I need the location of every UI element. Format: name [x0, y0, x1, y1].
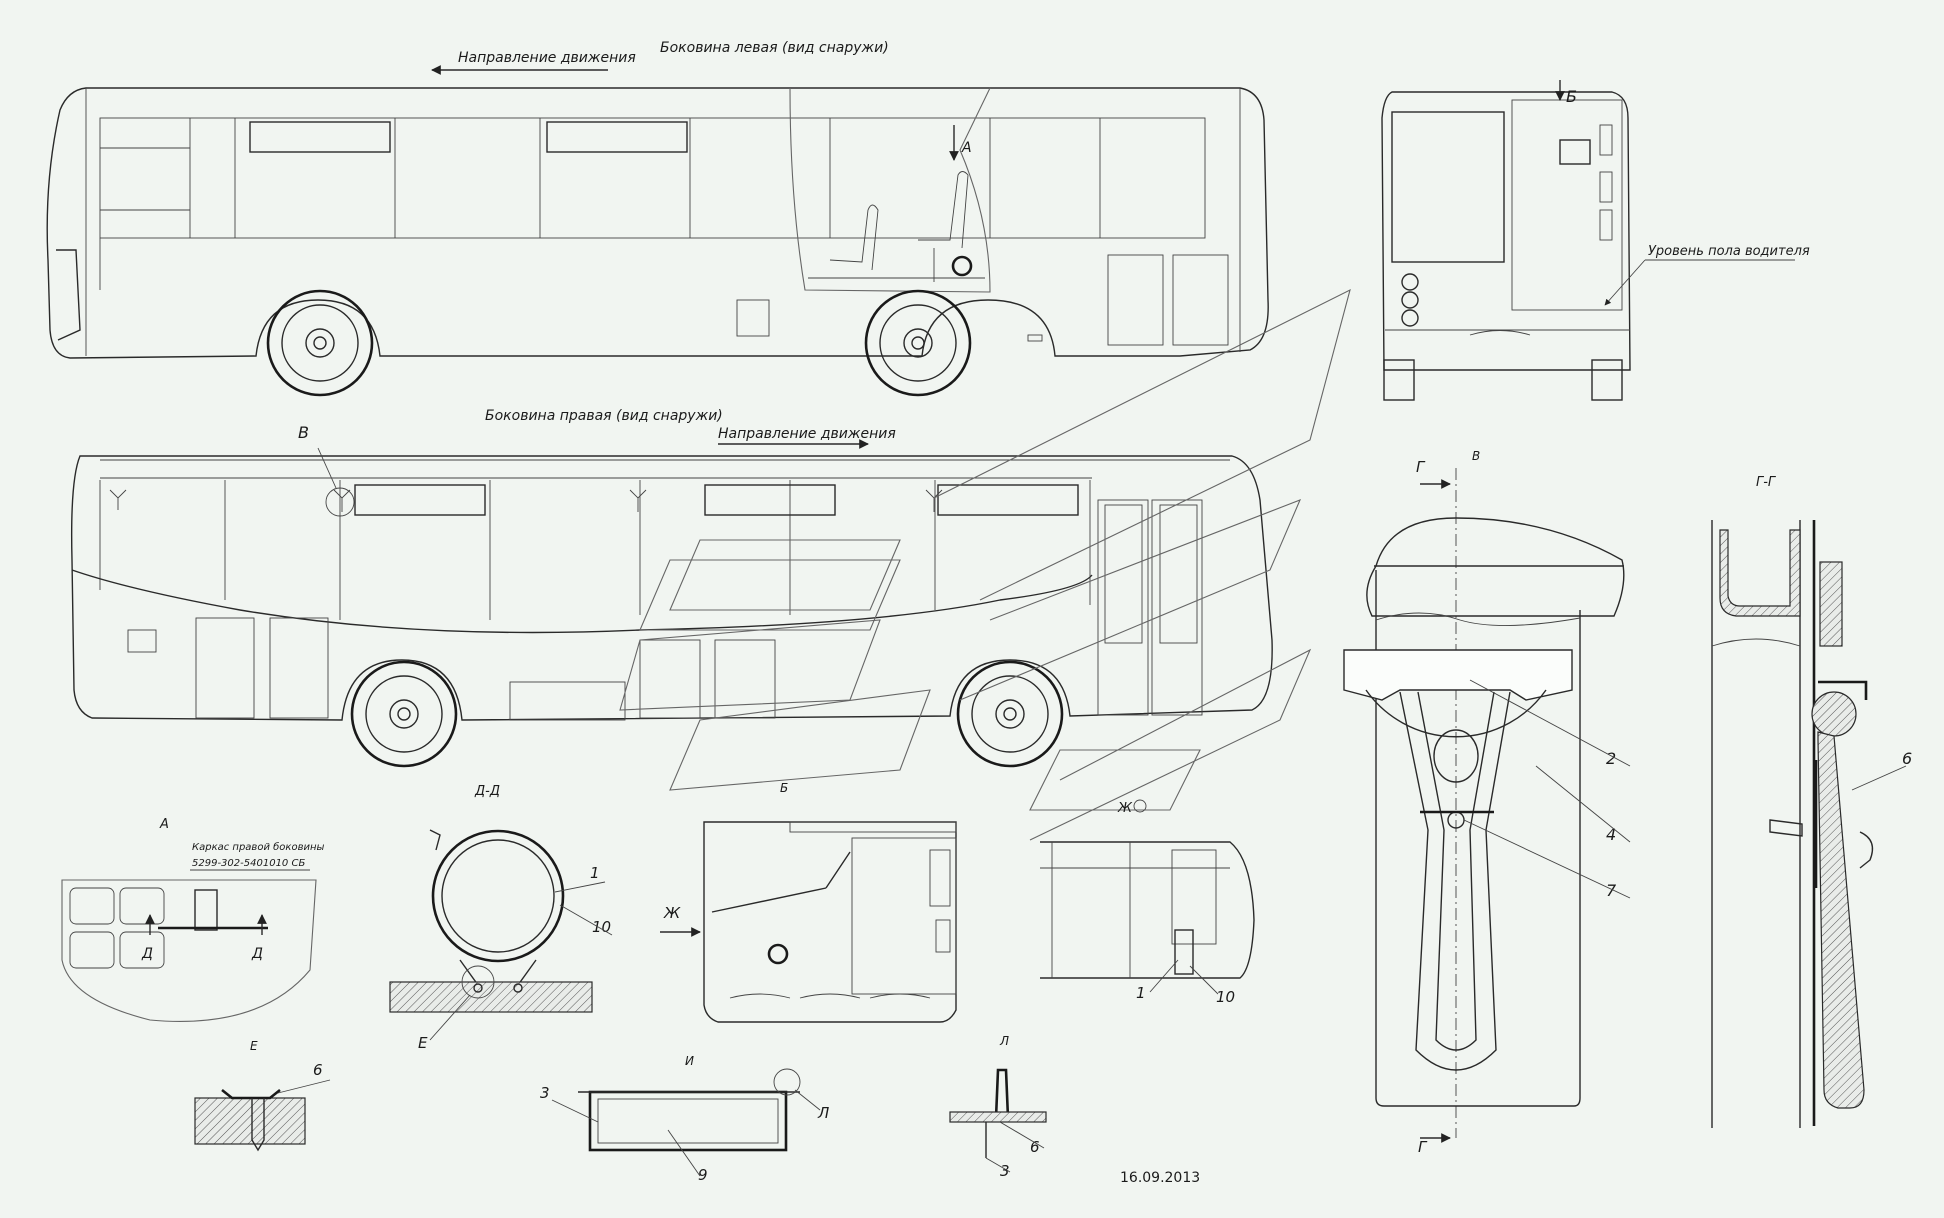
view-zh-title: Ж [1117, 801, 1133, 816]
view-b-cab: Б Ж [660, 781, 957, 1023]
direction-label-right: Направление движения [718, 426, 896, 442]
detail-i-title: И [685, 1054, 694, 1068]
zh-callout-1: 1 [1136, 984, 1146, 1002]
detail-l-marker: Л [817, 1104, 829, 1122]
frame-note-1: Каркас правой боковины [192, 841, 324, 853]
e-callout-6: 6 [313, 1061, 323, 1079]
detail-e-marker: Е [418, 1034, 428, 1052]
v-callout-7: 7 [1606, 881, 1617, 900]
view-v-circle [325, 487, 355, 517]
l-callout-6: 6 [1030, 1138, 1040, 1156]
section-dd: Д-Д 1 10 Е [389, 784, 613, 1052]
driver-floor-label: Уровень пола водителя [1648, 244, 1810, 259]
drawing-date: 16.09.2013 [1120, 1170, 1200, 1186]
left-view-rear-wheel [266, 289, 374, 397]
detail-e: Е 6 [194, 1039, 331, 1152]
direction-label-left: Направление движения [458, 50, 636, 66]
front-view: Б Уровень пола водителя [1381, 80, 1810, 401]
left-view-front-wheel [864, 289, 972, 397]
i-callout-9: 9 [698, 1166, 708, 1184]
i-callout-3: 3 [540, 1084, 550, 1102]
v-callout-4: 4 [1606, 825, 1616, 844]
gg-callout-6: 6 [1902, 749, 1912, 768]
zh-callout-10: 10 [1216, 988, 1235, 1006]
view-a-marker: А [961, 140, 972, 156]
dd-callout-1: 1 [590, 864, 600, 882]
detail-v-handle: В Г 2 4 7 Г [1343, 449, 1631, 1156]
view-zh: Ж 1 10 [1040, 799, 1255, 1006]
view-zh-arrow-label: Ж [663, 904, 681, 922]
view-b-title: Б [780, 781, 788, 795]
v-callout-2: 2 [1606, 749, 1616, 768]
view-b-marker: Б [1566, 87, 1577, 106]
detail-a: А Каркас правой боковины 5299-302-540101… [61, 817, 324, 1022]
view-v-marker: В [298, 423, 309, 442]
detail-leaders [619, 288, 1351, 841]
left-side-title: Боковина левая (вид снаружи) [660, 40, 889, 56]
detail-i: И 3 9 Л [540, 1054, 829, 1184]
section-g-bottom: Г [1418, 1138, 1428, 1156]
right-view-front-wheel [956, 660, 1064, 768]
section-gg: Г-Г 6 [1711, 475, 1912, 1128]
detail-a-title: А [159, 817, 169, 832]
right-side-view: Боковина правая (вид снаружи) Направлени… [70, 408, 1273, 768]
detail-l: Л 6 3 [949, 1034, 1047, 1180]
detail-l-title: Л [999, 1034, 1009, 1048]
l-callout-3: 3 [1000, 1162, 1010, 1180]
section-d-left: Д [141, 946, 153, 962]
detail-v-title: В [1472, 449, 1480, 463]
section-dd-title: Д-Д [474, 784, 500, 799]
left-side-view: Направление движения Боковина левая (вид… [46, 40, 1269, 397]
frame-note-2: 5299-302-5401010 СБ [192, 858, 305, 869]
right-view-rear-wheel [350, 660, 458, 768]
section-gg-title: Г-Г [1756, 475, 1777, 490]
right-side-title: Боковина правая (вид снаружи) [485, 408, 723, 424]
section-d-right: Д [251, 946, 263, 962]
section-g-top: Г [1416, 458, 1426, 476]
detail-e-title: Е [250, 1039, 258, 1053]
